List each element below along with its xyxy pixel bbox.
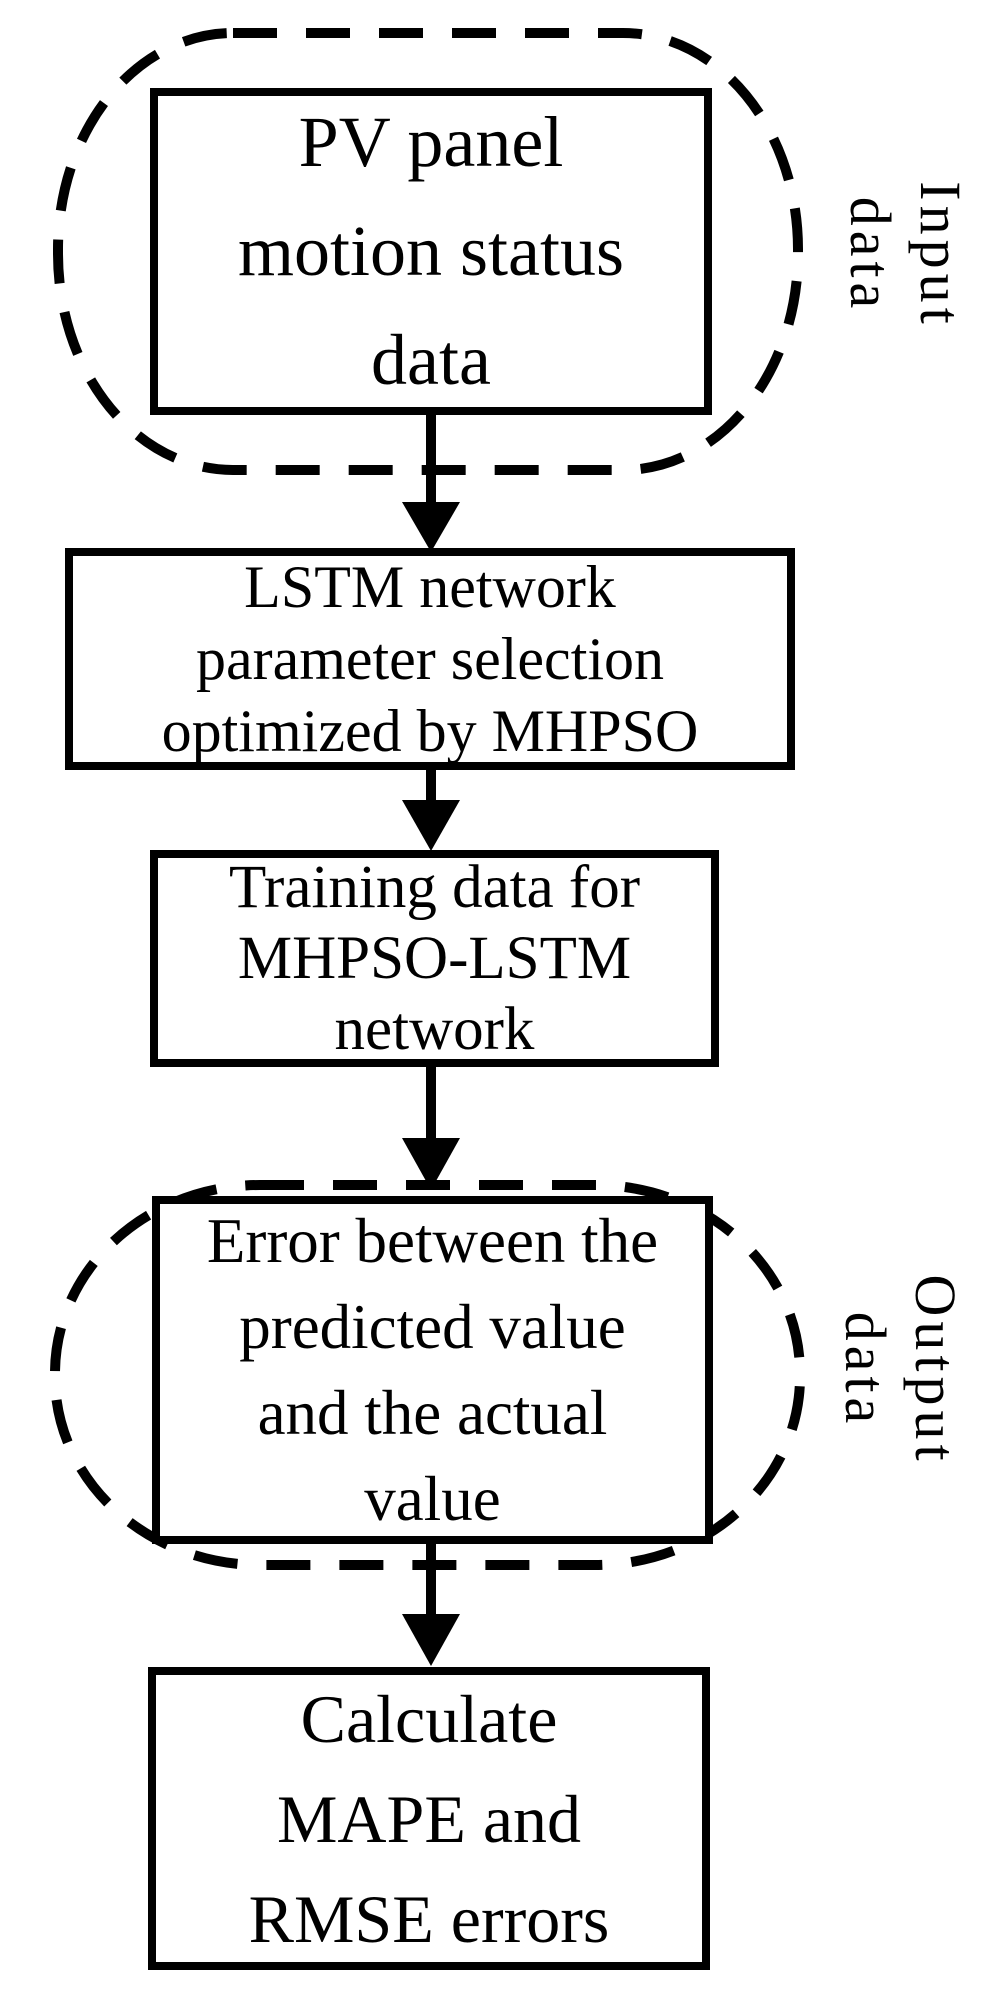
node-text-line: MAPE and (276, 1780, 582, 1857)
side-label-line: data (833, 1311, 898, 1429)
side-label-line: data (838, 196, 903, 314)
node-text-line: Error between the (206, 1206, 659, 1276)
node-text-line: MHPSO-LSTM (237, 925, 632, 992)
node-text-line: value (364, 1464, 501, 1534)
node-text-line: Calculate (300, 1680, 558, 1757)
node-text-line: LSTM network (244, 554, 616, 620)
node-text-line: PV panel (298, 102, 564, 182)
arrow-error-to-calc (402, 1540, 460, 1666)
node-pv-panel-data: PV panel motion status data (150, 88, 712, 415)
output-group-label: Output data (825, 1220, 975, 1520)
node-text-line: predicted value (239, 1292, 626, 1362)
arrow-pv-to-lstm (402, 412, 460, 552)
node-text-line: Training data for (228, 854, 641, 921)
input-group-label: Input data (830, 105, 980, 405)
side-label-line: Output (903, 1274, 968, 1466)
arrow-training-to-error (402, 1062, 460, 1190)
node-text-line: RMSE errors (248, 1880, 610, 1957)
node-text-line: parameter selection (195, 626, 665, 692)
node-prediction-error: Error between the predicted value and th… (152, 1196, 713, 1544)
node-text-line: optimized by MHPSO (161, 698, 699, 764)
node-text-line: motion status (237, 211, 624, 291)
node-lstm-parameter-selection: LSTM network parameter selection optimiz… (65, 548, 795, 770)
side-label-line: Input (908, 181, 973, 329)
node-calculate-errors: Calculate MAPE and RMSE errors (148, 1667, 710, 1970)
node-training-data: Training data for MHPSO-LSTM network (150, 850, 719, 1067)
arrow-lstm-to-training (402, 765, 460, 851)
node-text-line: network (334, 996, 535, 1063)
node-text-line: data (371, 320, 491, 400)
node-text-line: and the actual (257, 1378, 608, 1448)
